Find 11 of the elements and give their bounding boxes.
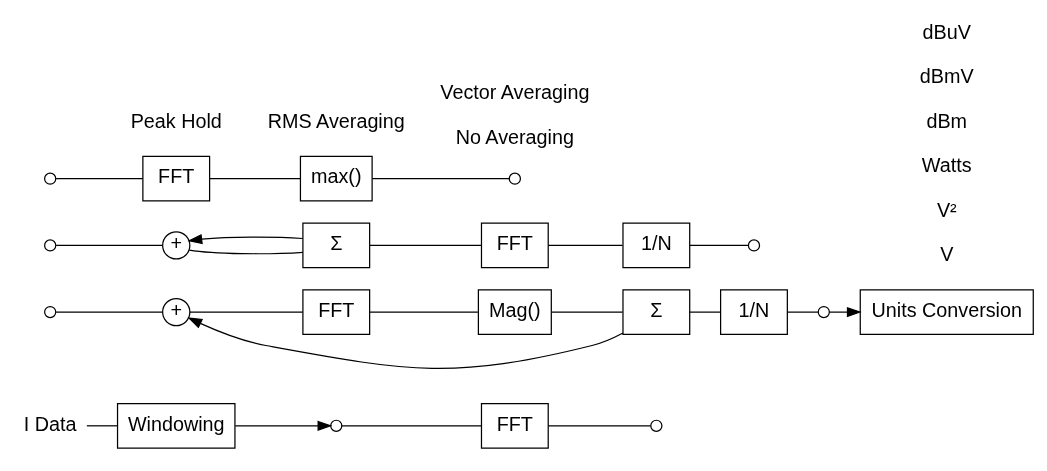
label: dBmV [919,65,974,88]
node-text: I Data [23,412,77,435]
label: Watts [921,154,972,177]
label: dBuV [922,20,971,43]
label: V [940,243,954,266]
label: Peak Hold [130,109,222,132]
label: RMS Averaging [267,109,405,132]
label: No Averaging [455,125,575,148]
label: dBm [926,109,968,132]
label: V² [936,198,957,221]
label: Vector Averaging [440,81,590,104]
